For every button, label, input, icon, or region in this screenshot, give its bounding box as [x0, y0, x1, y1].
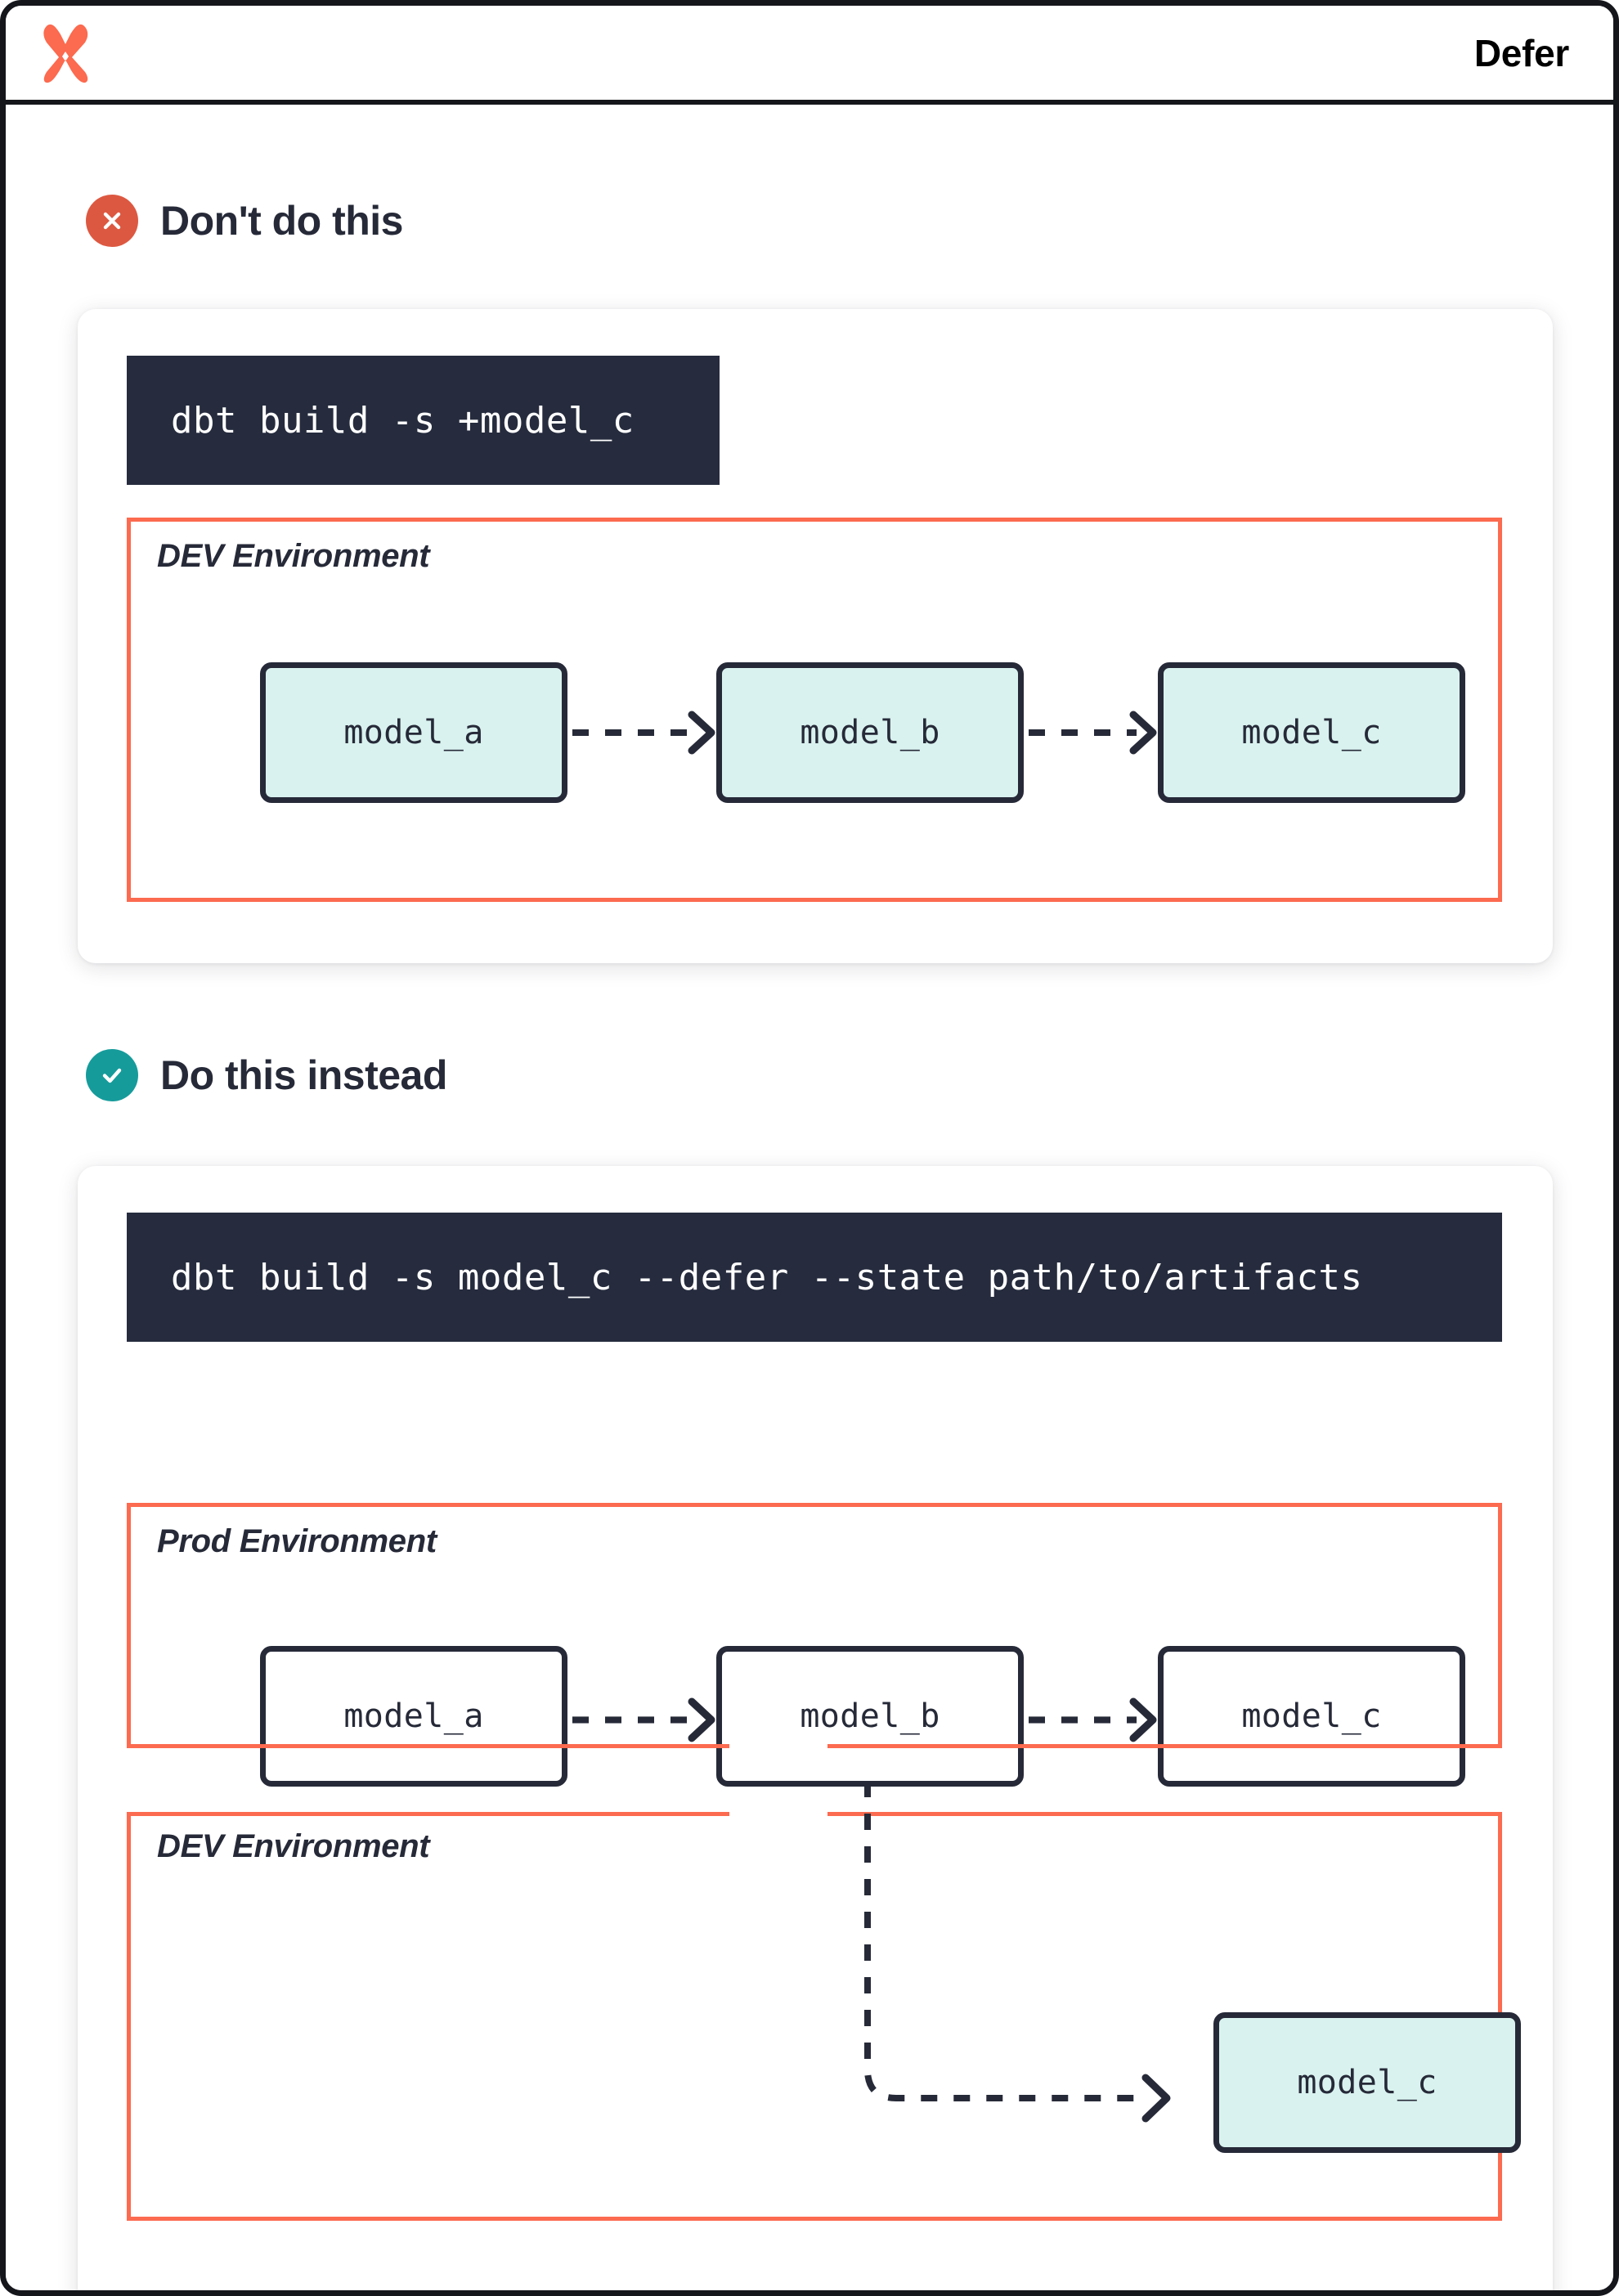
- x-circle-icon: [86, 195, 138, 247]
- env-box-dev-dont: DEV Environment model_a model_b model_c: [127, 518, 1502, 902]
- section-heading-dont: Don't do this: [86, 195, 404, 247]
- arrowhead-a-to-b-prod: [688, 1697, 715, 1742]
- node-label: model_a: [343, 714, 484, 751]
- command-block-do: dbt build -s model_c --defer --state pat…: [127, 1213, 1502, 1342]
- node-model-a-prod: model_a: [260, 1646, 567, 1787]
- section-title-do: Do this instead: [160, 1052, 447, 1098]
- env-box-dev-do: DEV Environment model_c: [127, 1812, 1521, 2221]
- env-box-prod: Prod Environment model_a model_b model_c: [127, 1503, 1502, 1787]
- dbt-logo-icon: [40, 23, 91, 83]
- node-model-b-dev-dont: model_b: [716, 662, 1024, 803]
- card-do: dbt build -s model_c --defer --state pat…: [78, 1166, 1553, 2290]
- node-label: model_a: [343, 1697, 484, 1735]
- env-label-prod: Prod Environment: [157, 1523, 437, 1559]
- env-box-prod-bottom-left: [127, 1744, 729, 1748]
- arrowhead-a-to-b: [688, 711, 715, 755]
- node-model-b-prod: model_b: [716, 1646, 1024, 1787]
- env-label-dev-dont: DEV Environment: [157, 538, 430, 574]
- command-text-dont: dbt build -s +model_c: [171, 399, 635, 442]
- env-label-dev-do: DEV Environment: [157, 1828, 430, 1864]
- node-label: model_c: [1241, 714, 1382, 751]
- command-block-dont: dbt build -s +model_c: [127, 356, 720, 485]
- page-header: Defer: [6, 6, 1613, 105]
- section-title-dont: Don't do this: [160, 198, 404, 244]
- node-label: model_c: [1297, 2064, 1437, 2101]
- arrowhead-b-to-c-prod: [1129, 1697, 1157, 1742]
- node-model-c-prod: model_c: [1158, 1646, 1465, 1787]
- card-dont: dbt build -s +model_c DEV Environment mo…: [78, 309, 1553, 963]
- node-label: model_c: [1241, 1697, 1382, 1735]
- env-box-prod-bottom-right: [827, 1744, 1502, 1748]
- arrowhead-b-to-c: [1129, 711, 1157, 755]
- page-title: Defer: [1473, 31, 1569, 74]
- env-box-dev-top-right: [827, 1812, 1502, 1816]
- section-heading-do: Do this instead: [86, 1049, 447, 1101]
- page-body: Don't do this dbt build -s +model_c DEV …: [6, 105, 1613, 2290]
- node-model-a-dev-dont: model_a: [260, 662, 567, 803]
- check-circle-icon: [86, 1049, 138, 1101]
- env-box-dev-top-left: [127, 1812, 729, 1816]
- node-model-c-dev-do: model_c: [1213, 2012, 1521, 2153]
- node-label: model_b: [800, 1697, 940, 1735]
- node-model-c-dev-dont: model_c: [1158, 662, 1465, 803]
- node-label: model_b: [800, 714, 940, 751]
- command-text-do: dbt build -s model_c --defer --state pat…: [171, 1256, 1363, 1298]
